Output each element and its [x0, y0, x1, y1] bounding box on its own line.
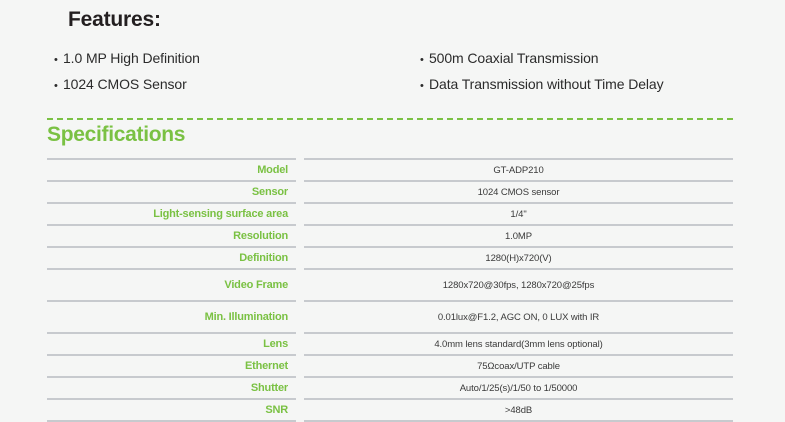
column-divider [296, 202, 304, 224]
spec-value: 1/4" [304, 202, 733, 224]
feature-text: Data Transmission without Time Delay [429, 76, 664, 92]
spec-label: Min. Illumination [47, 300, 296, 332]
spec-value: 1280(H)x720(V) [304, 246, 733, 268]
column-divider [296, 158, 304, 180]
bullet-icon: • [54, 80, 58, 92]
table-row: Shutter Auto/1/25(s)/1/50 to 1/50000 [47, 376, 733, 398]
list-item: • 1024 CMOS Sensor [54, 76, 200, 92]
spec-label: Light-sensing surface area [47, 202, 296, 224]
bullet-icon: • [420, 54, 424, 66]
table-row: Light-sensing surface area 1/4" [47, 202, 733, 224]
spec-label: Sensor [47, 180, 296, 202]
table-row: Model GT-ADP210 [47, 158, 733, 180]
spec-value: Auto/1/25(s)/1/50 to 1/50000 [304, 376, 733, 398]
table-row: Sensor 1024 CMOS sensor [47, 180, 733, 202]
spec-label: SNR [47, 398, 296, 422]
column-divider [296, 224, 304, 246]
spec-value: >48dB [304, 398, 733, 422]
table-row: SNR >48dB [47, 398, 733, 422]
bullet-icon: • [420, 80, 424, 92]
column-divider [296, 376, 304, 398]
spec-label: Shutter [47, 376, 296, 398]
bullet-icon: • [54, 54, 58, 66]
spec-value: 75Ωcoax/UTP cable [304, 354, 733, 376]
spec-value: 1.0MP [304, 224, 733, 246]
dashed-divider [47, 118, 733, 120]
table-row: Definition 1280(H)x720(V) [47, 246, 733, 268]
specifications-heading: Specifications [47, 123, 186, 146]
feature-text: 1.0 MP High Definition [63, 50, 200, 66]
spec-label: Definition [47, 246, 296, 268]
features-list-right: • 500m Coaxial Transmission • Data Trans… [420, 50, 664, 102]
spec-value: 0.01lux@F1.2, AGC ON, 0 LUX with IR [304, 300, 733, 332]
column-divider [296, 246, 304, 268]
list-item: • 500m Coaxial Transmission [420, 50, 664, 66]
spec-label: Resolution [47, 224, 296, 246]
table-row: Resolution 1.0MP [47, 224, 733, 246]
spec-label: Lens [47, 332, 296, 354]
column-divider [296, 180, 304, 202]
list-item: • 1.0 MP High Definition [54, 50, 200, 66]
features-heading: Features: [68, 8, 161, 31]
spec-value: GT-ADP210 [304, 158, 733, 180]
table-row: Ethernet 75Ωcoax/UTP cable [47, 354, 733, 376]
specifications-header: Specifications [47, 118, 733, 147]
column-divider [296, 332, 304, 354]
table-row: Lens 4.0mm lens standard(3mm lens optiona… [47, 332, 733, 354]
feature-text: 1024 CMOS Sensor [63, 76, 187, 92]
features-list-left: • 1.0 MP High Definition • 1024 CMOS Sen… [54, 50, 200, 102]
spec-value: 4.0mm lens standard(3mm lens optional) [304, 332, 733, 354]
spec-label: Model [47, 158, 296, 180]
spec-value: 1280x720@30fps, 1280x720@25fps [304, 268, 733, 300]
column-divider [296, 300, 304, 332]
feature-text: 500m Coaxial Transmission [429, 50, 599, 66]
column-divider [296, 398, 304, 422]
spec-label: Ethernet [47, 354, 296, 376]
spec-value: 1024 CMOS sensor [304, 180, 733, 202]
spec-label: Video Frame [47, 268, 296, 300]
list-item: • Data Transmission without Time Delay [420, 76, 664, 92]
column-divider [296, 268, 304, 300]
column-divider [296, 354, 304, 376]
